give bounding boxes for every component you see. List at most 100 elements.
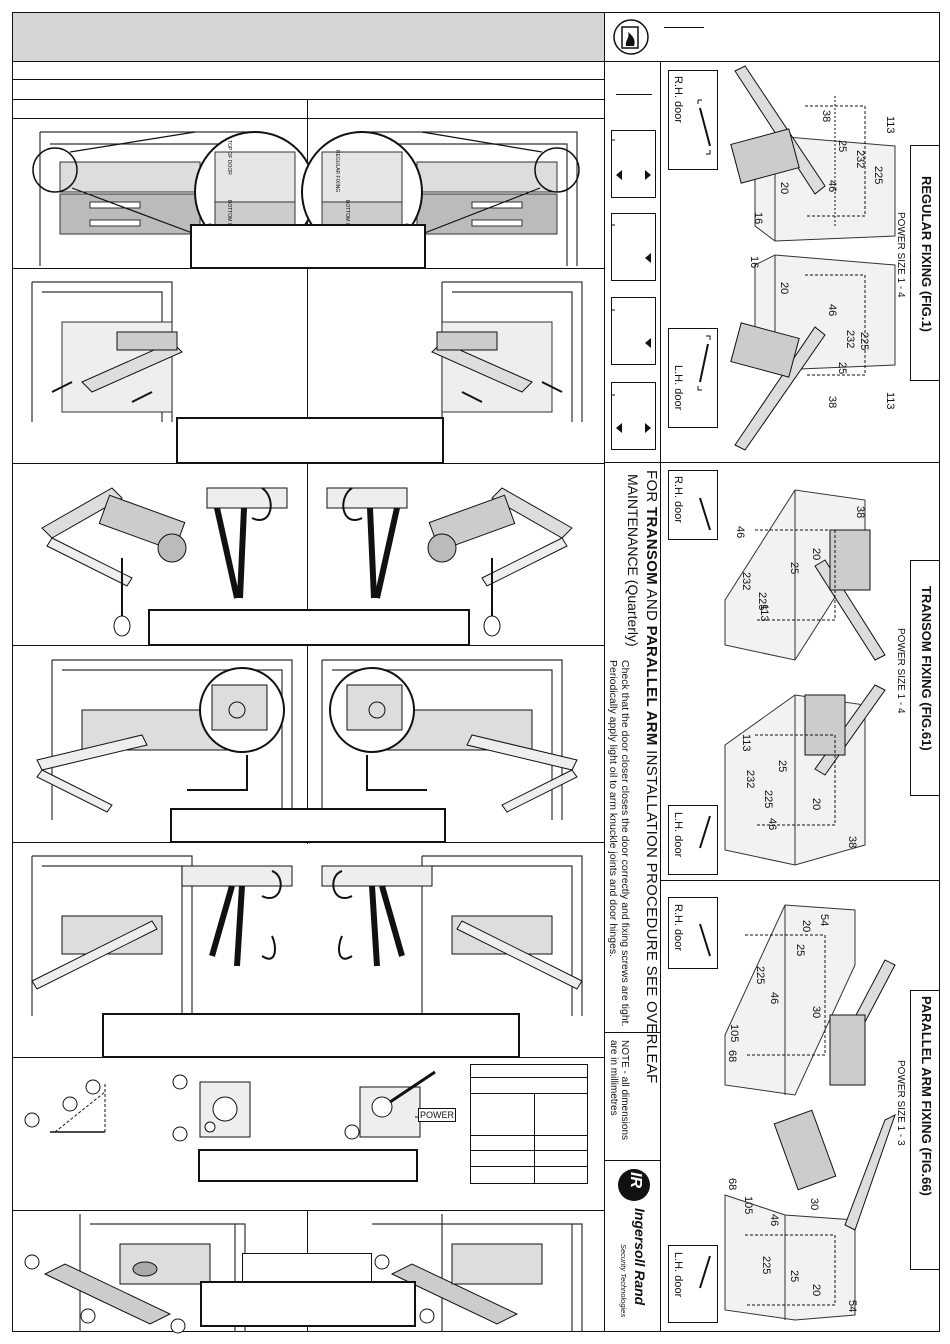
dim-transom-lh-3: 25 [776, 760, 788, 773]
dim-transom-lh-1: 232 [744, 770, 756, 789]
parallel-arm-lh-drawing [724, 1109, 896, 1321]
procedure-heading-transom: TRANSOM [643, 507, 660, 585]
step3-left-arm-assembly [41, 487, 288, 637]
dim-regular-lh-4: 25 [836, 362, 848, 375]
door-swing-icon-regular-rh [697, 99, 711, 155]
step5-right-arm-connection [321, 855, 583, 1016]
procedure-heading-prefix: FOR [643, 470, 660, 508]
step4-left-closer-mounting [36, 659, 293, 820]
dim-regular-rh-6: 232 [854, 150, 866, 169]
dim-regular-rh-4: 20 [778, 182, 790, 195]
dim-parallel-lh-3: 30 [808, 1198, 820, 1211]
dim-transom-rh-0: 38 [854, 506, 866, 519]
dim-parallel-lh-1: 105 [742, 1196, 754, 1215]
door-box-parallel-lh [668, 1245, 718, 1323]
logo-company-name: Ingersoll Rand [632, 1208, 648, 1306]
handing-box-1 [611, 130, 656, 198]
step4-caption-box [170, 808, 446, 843]
dimension-note-2: are in millimetres [608, 1040, 619, 1116]
handing-box-3 [611, 297, 656, 365]
dim-regular-rh-2: 25 [836, 140, 848, 153]
ingersoll-rand-logo-icon [618, 1169, 650, 1201]
dim-regular-rh-0: 113 [884, 116, 896, 134]
parallel-arm-rh-drawing [724, 904, 896, 1096]
step5-left-arm-connection [31, 855, 293, 1016]
procedure-heading-mid: AND [643, 584, 660, 626]
step1-caption-box [190, 224, 426, 269]
dim-regular-rh-3: 46 [826, 180, 838, 193]
fixing-title-parallel: PARALLEL ARM FIXING (FIG.66) [919, 996, 934, 1196]
step2-left-bracket-fixing [31, 281, 183, 422]
step7-inner-box [242, 1253, 372, 1283]
dim-transom-lh-5: 46 [766, 818, 778, 831]
dim-parallel-rh-5: 30 [810, 1006, 822, 1019]
adjustment-table [470, 1064, 588, 1184]
power-label: POWER [418, 1108, 456, 1122]
dim-regular-lh-1: 20 [778, 282, 790, 295]
transom-fixing-lh-drawing [724, 684, 886, 866]
dim-parallel-lh-4: 225 [760, 1256, 772, 1275]
step7-right-cover-fitting [372, 1214, 583, 1332]
dim-transom-rh-2: 232 [740, 572, 752, 591]
door-box-transom-lh [668, 805, 718, 875]
dim-parallel-rh-6: 105 [728, 1024, 740, 1043]
step4-right-closer-mounting [321, 659, 578, 820]
door-swing-icon-transom-rh [699, 497, 711, 531]
step6-adjustment-diagram [24, 1070, 436, 1142]
door-label-parallel-rh: R.H. door [672, 904, 684, 952]
dim-transom-lh-0: 113 [740, 734, 752, 752]
dim-transom-rh-6: 113 [758, 604, 770, 622]
dim-regular-rh-5: 16 [752, 212, 764, 225]
handing-box-2 [611, 213, 656, 281]
dim-regular-lh-5: 225 [858, 332, 870, 351]
dim-transom-rh-4: 25 [788, 562, 800, 575]
regular-fixing-rh-drawing [730, 65, 896, 242]
step7-left-cover-fitting [24, 1214, 246, 1334]
dim-transom-lh-6: 38 [846, 836, 858, 849]
dim-parallel-rh-2: 25 [794, 944, 806, 957]
step3-caption-box [148, 609, 470, 646]
dimension-note-1: NOTE - all dimensions [619, 1040, 630, 1141]
maintenance-line-1: Check that the door closer closes the do… [619, 660, 631, 1027]
dim-regular-lh-6: 38 [826, 396, 838, 409]
logo-mark: IR [627, 1172, 644, 1188]
procedure-heading: FOR TRANSOM AND PARALLEL ARM INSTALLATIO… [643, 470, 660, 1083]
fixing-title-box-transom [910, 560, 940, 796]
door-swing-icon-parallel-lh [699, 1255, 711, 1289]
dim-parallel-lh-5: 25 [788, 1270, 800, 1283]
step2-right-bracket-fixing [431, 281, 583, 422]
dim-regular-lh-2: 46 [826, 304, 838, 317]
dim-regular-lh-7: 113 [884, 392, 896, 410]
maintenance-line-2: Periodically apply light oil to arm knuc… [607, 660, 619, 958]
dim-parallel-lh-0: 68 [726, 1178, 738, 1191]
fixing-title-box-regular [910, 145, 940, 381]
dim-regular-lh-3: 232 [844, 330, 856, 349]
dim-regular-rh-7: 225 [872, 166, 884, 185]
dim-parallel-rh-4: 46 [768, 992, 780, 1005]
door-box-regular-rh [668, 70, 718, 170]
door-label-transom-rh: R.H. door [672, 476, 684, 524]
door-swing-icon-transom-lh [699, 815, 711, 849]
fire-door-icon [612, 18, 652, 56]
instruction-sheet [12, 12, 940, 1332]
dim-transom-rh-5: 20 [810, 548, 822, 561]
step6-caption-box [198, 1149, 418, 1182]
fixing-title-box-parallel [910, 990, 940, 1270]
dim-transom-lh-4: 20 [810, 798, 822, 811]
dim-parallel-lh-7: 54 [846, 1300, 858, 1313]
transom-fixing-rh-drawing [724, 489, 886, 661]
door-box-transom-rh [668, 470, 718, 540]
handing-arrows [611, 139, 651, 433]
dim-transom-lh-2: 225 [762, 790, 774, 809]
step2-caption-box [176, 417, 444, 464]
procedure-heading-parallel: PARALLEL ARM [643, 625, 660, 746]
door-swing-icon-regular-lh [697, 335, 711, 391]
door-swing-icon-parallel-rh [699, 923, 711, 957]
dim-parallel-lh-6: 20 [810, 1284, 822, 1297]
dim-regular-rh-1: 38 [820, 110, 832, 123]
template-label-left-top: TOP OF DOOR [226, 140, 232, 175]
maintenance-heading: MAINTENANCE (Quarterly) [625, 474, 641, 647]
door-label-parallel-lh: L.H. door [672, 1252, 684, 1298]
dim-transom-rh-1: 46 [734, 526, 746, 539]
step7-caption-box [200, 1281, 416, 1327]
